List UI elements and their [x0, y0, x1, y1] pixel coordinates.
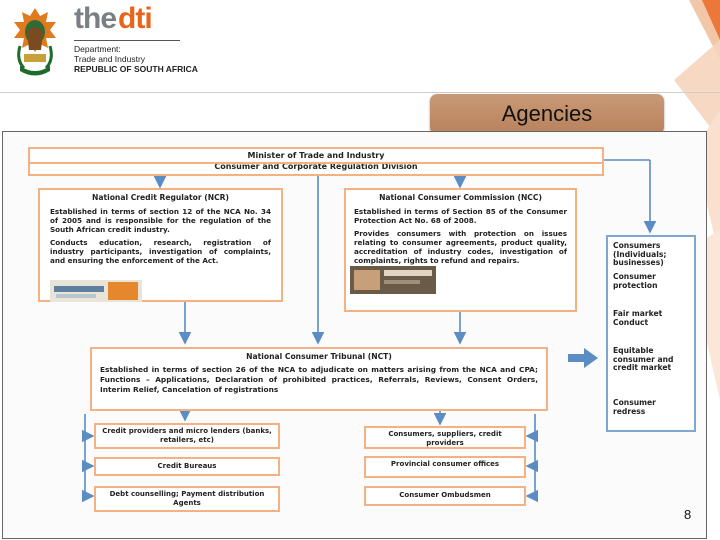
- logo-dti: dti: [118, 2, 153, 35]
- ncr-title: National Credit Regulator (NCR): [91, 193, 229, 202]
- country-line: REPUBLIC OF SOUTH AFRICA: [74, 64, 198, 74]
- credit-providers-box: Credit providers and micro lenders (bank…: [94, 423, 280, 449]
- outcome-fair-market-conduct: Fair market Conduct: [613, 309, 663, 327]
- ombudsmen-label: Consumer Ombudsmen: [399, 491, 491, 499]
- consumers-suppliers-label: Consumers, suppliers, credit providers: [388, 430, 502, 447]
- coat-of-arms-icon: [14, 8, 56, 76]
- nct-title: National Consumer Tribunal (NCT): [246, 352, 392, 361]
- provincial-offices-box: Provincial consumer offices: [364, 456, 526, 478]
- minister-divider: [30, 162, 602, 164]
- department-block: Department: Trade and Industry REPUBLIC …: [74, 44, 198, 74]
- department-line: Trade and Industry: [74, 54, 146, 64]
- credit-providers-label: Credit providers and micro lenders (bank…: [102, 427, 272, 444]
- ncr-box: National Credit Regulator (NCR) Establis…: [38, 188, 283, 302]
- outcomes-box: [606, 235, 696, 432]
- credit-bureaus-label: Credit Bureaus: [157, 462, 217, 470]
- ncc-report-image: [350, 266, 436, 294]
- nct-box: National Consumer Tribunal (NCT) Establi…: [90, 347, 548, 411]
- nct-body: Established in terms of section 26 of th…: [100, 365, 538, 394]
- ncr-para2: Conducts education, research, registrati…: [50, 238, 271, 265]
- ncc-para2: Provides consumers with protection on is…: [354, 229, 567, 265]
- logo-the: the: [74, 2, 117, 35]
- debt-counselling-label: Debt counselling; Payment distribution A…: [109, 490, 265, 507]
- minister-label: Minister of Trade and Industry: [247, 151, 385, 160]
- outcome-arrow: [568, 348, 598, 368]
- minister-box: Minister of Trade and Industry Consumer …: [28, 147, 604, 176]
- division-label: Consumer and Corporate Regulation Divisi…: [214, 162, 418, 171]
- consumers-suppliers-box: Consumers, suppliers, credit providers: [364, 426, 526, 449]
- slide-title: Agencies: [430, 94, 664, 134]
- ncc-para1: Established in terms of Section 85 of th…: [354, 207, 567, 225]
- page-number: 8: [684, 507, 692, 522]
- department-line: Department:: [74, 44, 121, 54]
- ombudsmen-box: Consumer Ombudsmen: [364, 486, 526, 506]
- header-rule: [0, 92, 720, 93]
- outcome-consumer-protection: Consumer protection: [613, 272, 658, 290]
- ncc-title: National Consumer Commission (NCC): [379, 193, 542, 202]
- outcome-equitable-market: Equitable consumer and credit market: [613, 346, 674, 372]
- credit-bureaus-box: Credit Bureaus: [94, 457, 280, 476]
- provincial-offices-label: Provincial consumer offices: [390, 460, 500, 468]
- outcome-consumer-redress: Consumer redress: [613, 398, 656, 416]
- ncr-report-image: [50, 280, 142, 302]
- outcome-consumers: Consumers (Individuals; businesses): [613, 241, 667, 267]
- debt-counselling-box: Debt counselling; Payment distribution A…: [94, 486, 280, 512]
- logo-divider: [74, 40, 180, 41]
- ncr-para1: Established in terms of section 12 of th…: [50, 207, 271, 234]
